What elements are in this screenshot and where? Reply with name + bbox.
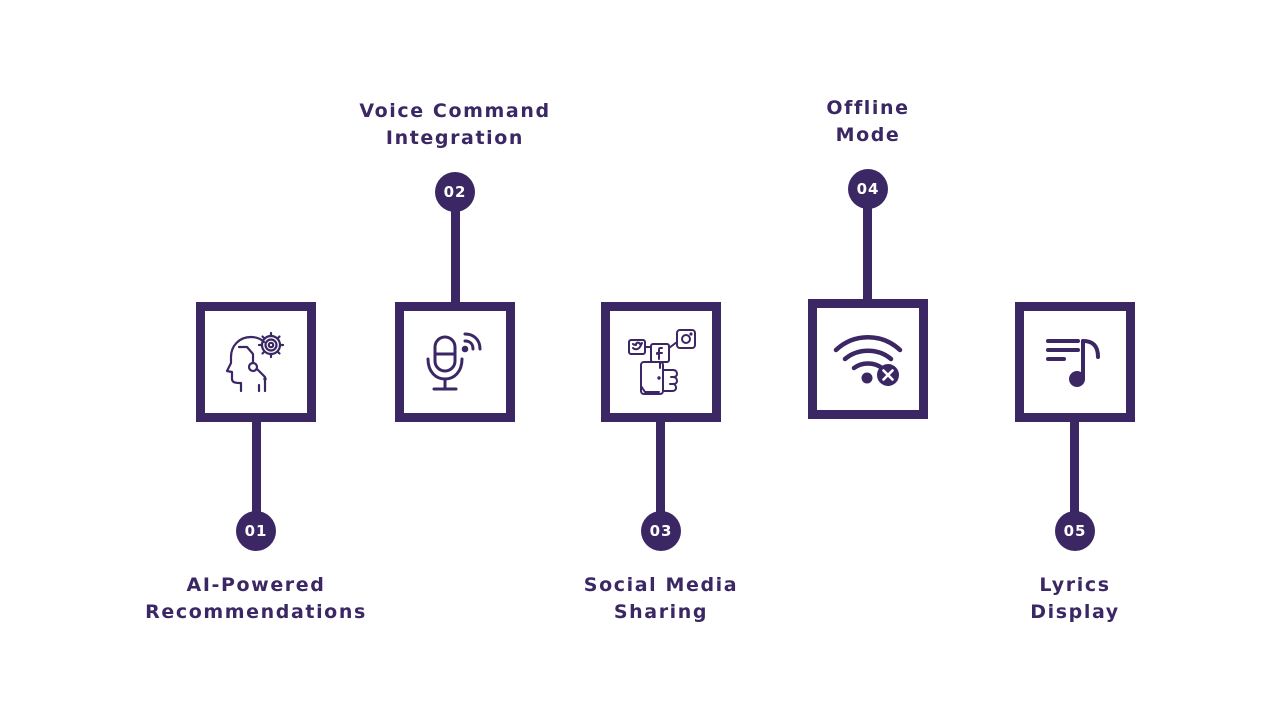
feature-title-line1: Lyrics (1039, 574, 1111, 596)
feature-label-03: Social Media Sharing (541, 572, 781, 626)
feature-box-01 (196, 302, 316, 422)
feature-box-02 (395, 302, 515, 422)
step-badge-02: 02 (435, 172, 475, 212)
feature-title-line2: Display (1030, 601, 1120, 623)
feature-label-04: Offline Mode (748, 95, 988, 149)
feature-title-line1: Social Media (583, 574, 739, 596)
feature-label-01: AI-Powered Recommendations (136, 572, 376, 626)
wifi-off-icon (832, 323, 904, 395)
feature-title-line2: Integration (385, 127, 525, 149)
connector-03 (656, 418, 665, 514)
step-badge-05: 05 (1055, 511, 1095, 551)
ai-head-gear-icon (221, 327, 291, 397)
feature-label-02: Voice Command Integration (335, 98, 575, 152)
microphone-signal-icon (420, 327, 490, 397)
feature-label-05: Lyrics Display (955, 572, 1195, 626)
connector-01 (252, 418, 261, 514)
feature-title-line1: AI-Powered (186, 574, 326, 596)
step-badge-01: 01 (236, 511, 276, 551)
music-note-list-icon (1040, 327, 1110, 397)
feature-box-05 (1015, 302, 1135, 422)
step-badge-03: 03 (641, 511, 681, 551)
feature-title-line2: Sharing (613, 601, 709, 623)
feature-title-line1: Voice Command (359, 100, 551, 122)
feature-title-line2: Recommendations (145, 601, 367, 623)
connector-05 (1070, 418, 1079, 514)
feature-title-line2: Mode (835, 124, 901, 146)
connector-04 (863, 205, 872, 303)
feature-box-04 (808, 299, 928, 419)
feature-box-03 (601, 302, 721, 422)
social-media-hand-icon (625, 326, 697, 398)
feature-title-line1: Offline (826, 97, 910, 119)
connector-02 (451, 208, 460, 306)
step-badge-04: 04 (848, 169, 888, 209)
